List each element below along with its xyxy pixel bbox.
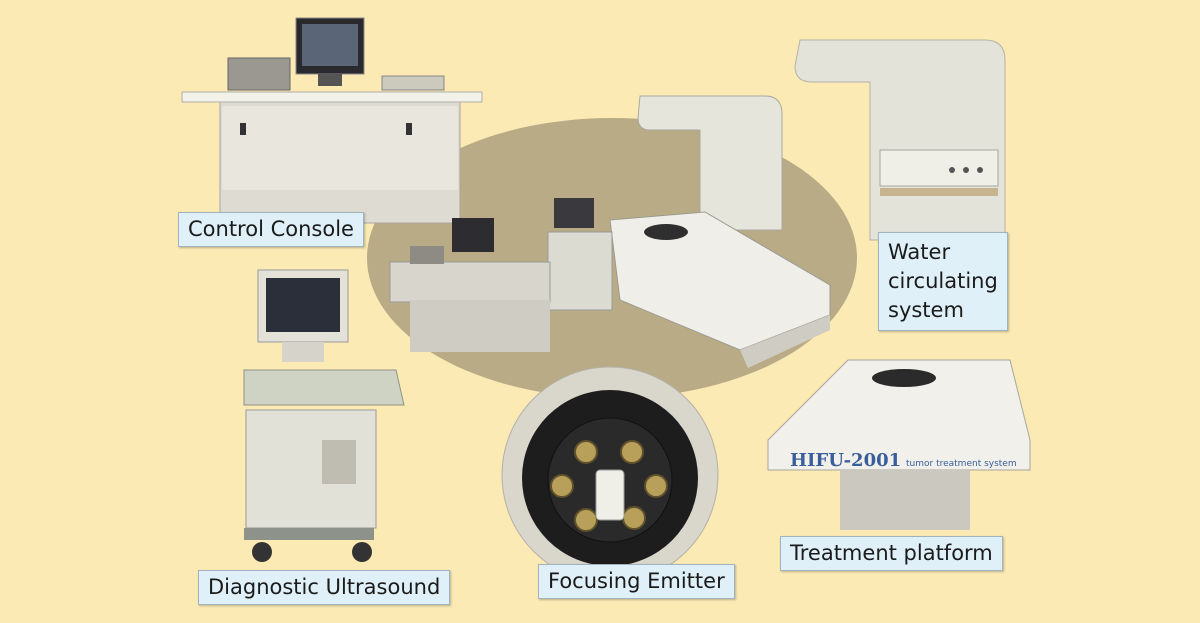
treatment-platform-photo: HIFU-2001 tumor treatment system: [767, 359, 1031, 530]
label-treatment-platform: Treatment platform: [780, 536, 1003, 571]
label-water-line-3: system: [888, 298, 964, 322]
platform-subtitle-text: tumor treatment system: [906, 459, 1017, 469]
label-focusing-emitter: Focusing Emitter: [538, 564, 735, 599]
label-diagnostic-ultrasound: Diagnostic Ultrasound: [198, 570, 451, 605]
control-console-photo: [181, 17, 483, 224]
label-water-line-2: circulating: [888, 269, 998, 293]
label-water-line-1: Water: [888, 240, 951, 264]
water-circulating-system-photo: [794, 39, 1006, 241]
diagnostic-ultrasound-photo: [243, 269, 405, 562]
platform-model-text: HIFU-2001: [790, 450, 901, 471]
focusing-emitter-photo: [501, 366, 719, 584]
label-water-circulating-system: Water circulating system: [878, 232, 1008, 331]
hifu-full-system-photo: [389, 95, 831, 368]
label-control-console: Control Console: [178, 212, 364, 247]
